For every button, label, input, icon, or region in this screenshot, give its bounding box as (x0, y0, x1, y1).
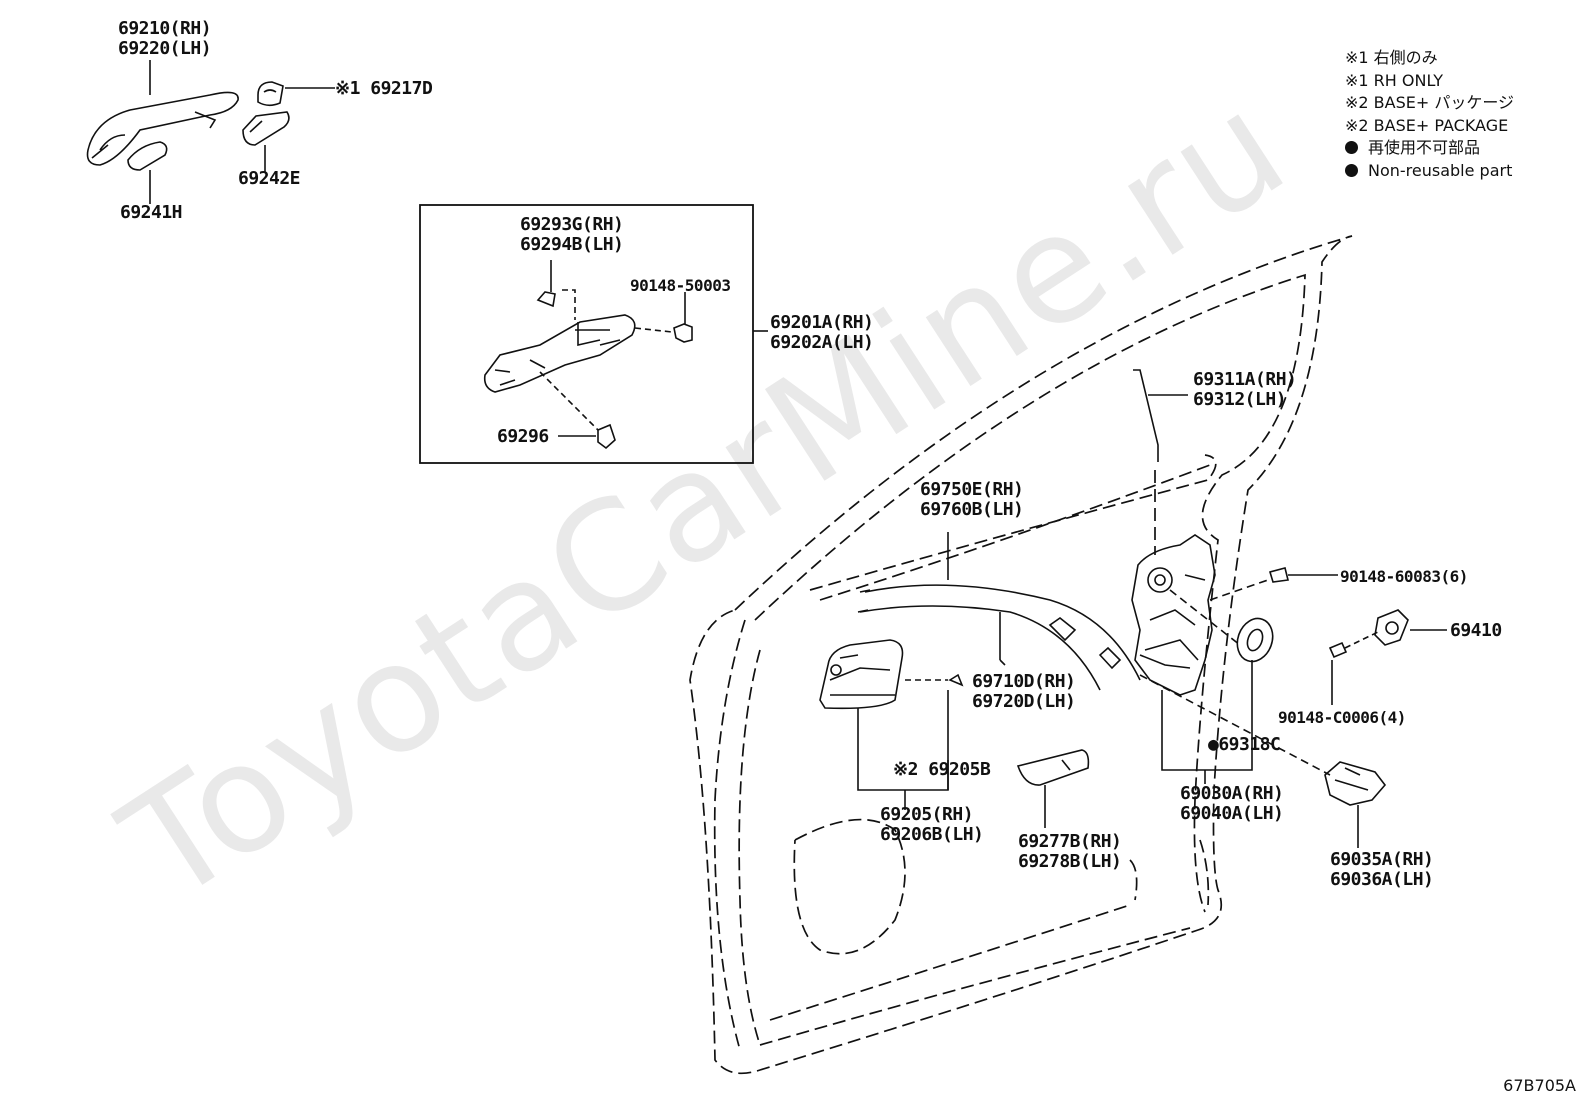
outer-handle-group (86, 60, 335, 204)
bullet-icon (1345, 163, 1358, 177)
key-cylinder-cover (257, 81, 284, 107)
legend-nonreusable-jp-row: 再使用不可部品 (1345, 137, 1514, 160)
label-69040a-lh: 69040A(LH) (1180, 803, 1284, 824)
legend-base-pkg-jp: ※2 BASE+ パッケージ (1345, 93, 1515, 112)
diagram-code: 67B705A (1503, 1076, 1576, 1095)
door-lock-assy (1131, 534, 1331, 784)
label-69206b-lh: 69206B(LH) (880, 824, 984, 845)
label-69220-lh: 69220(LH) (118, 38, 212, 59)
legend-nonreusable-en-row: Non-reusable part (1345, 160, 1514, 183)
label-69312-lh: 69312(LH) (1193, 389, 1287, 410)
handle-frame-assy (483, 260, 693, 450)
label-69760b-lh: 69760B(LH) (920, 499, 1024, 520)
label-69217d: ※1 69217D (335, 78, 433, 99)
lock-bracket (1324, 761, 1387, 848)
legend: ※1 右側のみ ※1 RH ONLY ※2 BASE+ パッケージ ※2 BAS… (1345, 47, 1514, 182)
striker (1328, 609, 1447, 705)
label-69750e-rh: 69750E(RH) (920, 479, 1024, 500)
label-69210-rh: 69210(RH) (118, 18, 212, 39)
label-69202a-lh: 69202A(LH) (770, 332, 874, 353)
legend-nonreusable-jp: 再使用不可部品 (1368, 138, 1481, 157)
label-69205-rh: 69205(RH) (880, 804, 974, 825)
label-69201a-rh: 69201A(RH) (770, 312, 874, 333)
label-69241h: 69241H (120, 202, 183, 223)
legend-base-pkg-en: ※2 BASE+ PACKAGE (1345, 115, 1509, 135)
label-69311a-rh: 69311A(RH) (1193, 369, 1297, 390)
legend-rh-only-en: ※1 RH ONLY (1345, 70, 1444, 90)
label-90148-50003: 90148-50003 (630, 276, 731, 295)
label-69318c: ●69318C (1208, 734, 1281, 755)
handle-bezel (1016, 749, 1090, 828)
label-69293g-rh: 69293G(RH) (520, 214, 624, 235)
label-69036a-lh: 69036A(LH) (1330, 869, 1434, 890)
label-69030a-rh: 69030A(RH) (1180, 783, 1284, 804)
door-outline (689, 235, 1353, 1075)
cable-assy (857, 532, 1141, 691)
legend-nonreusable-en: Non-reusable part (1368, 160, 1513, 180)
label-69720d-lh: 69720D(LH) (972, 691, 1076, 712)
label-69205b: ※2 69205B (893, 759, 991, 780)
frame-box (419, 204, 754, 464)
label-69296: 69296 (497, 426, 549, 447)
legend-rh-only-jp: ※1 右側のみ (1345, 48, 1438, 67)
label-69278b-lh: 69278B(LH) (1018, 851, 1122, 872)
rear-cap (242, 111, 290, 146)
inside-handle-assy (819, 639, 964, 810)
front-pad (127, 141, 168, 171)
label-69242e: 69242E (238, 168, 301, 189)
label-90148-60083: 90148-60083(6) (1340, 567, 1468, 586)
lock-screw (1268, 567, 1338, 583)
label-69710d-rh: 69710D(RH) (972, 671, 1076, 692)
bullet-icon (1345, 141, 1358, 154)
label-69277b-rh: 69277B(RH) (1018, 831, 1122, 852)
lock-rod (1133, 369, 1188, 462)
grommet (1236, 617, 1274, 663)
label-69294b-lh: 69294B(LH) (520, 234, 624, 255)
label-69035a-rh: 69035A(RH) (1330, 849, 1434, 870)
outer-handle (86, 91, 239, 166)
label-69410: 69410 (1450, 620, 1502, 641)
label-90148-c0006: 90148-C0006(4) (1278, 708, 1406, 727)
